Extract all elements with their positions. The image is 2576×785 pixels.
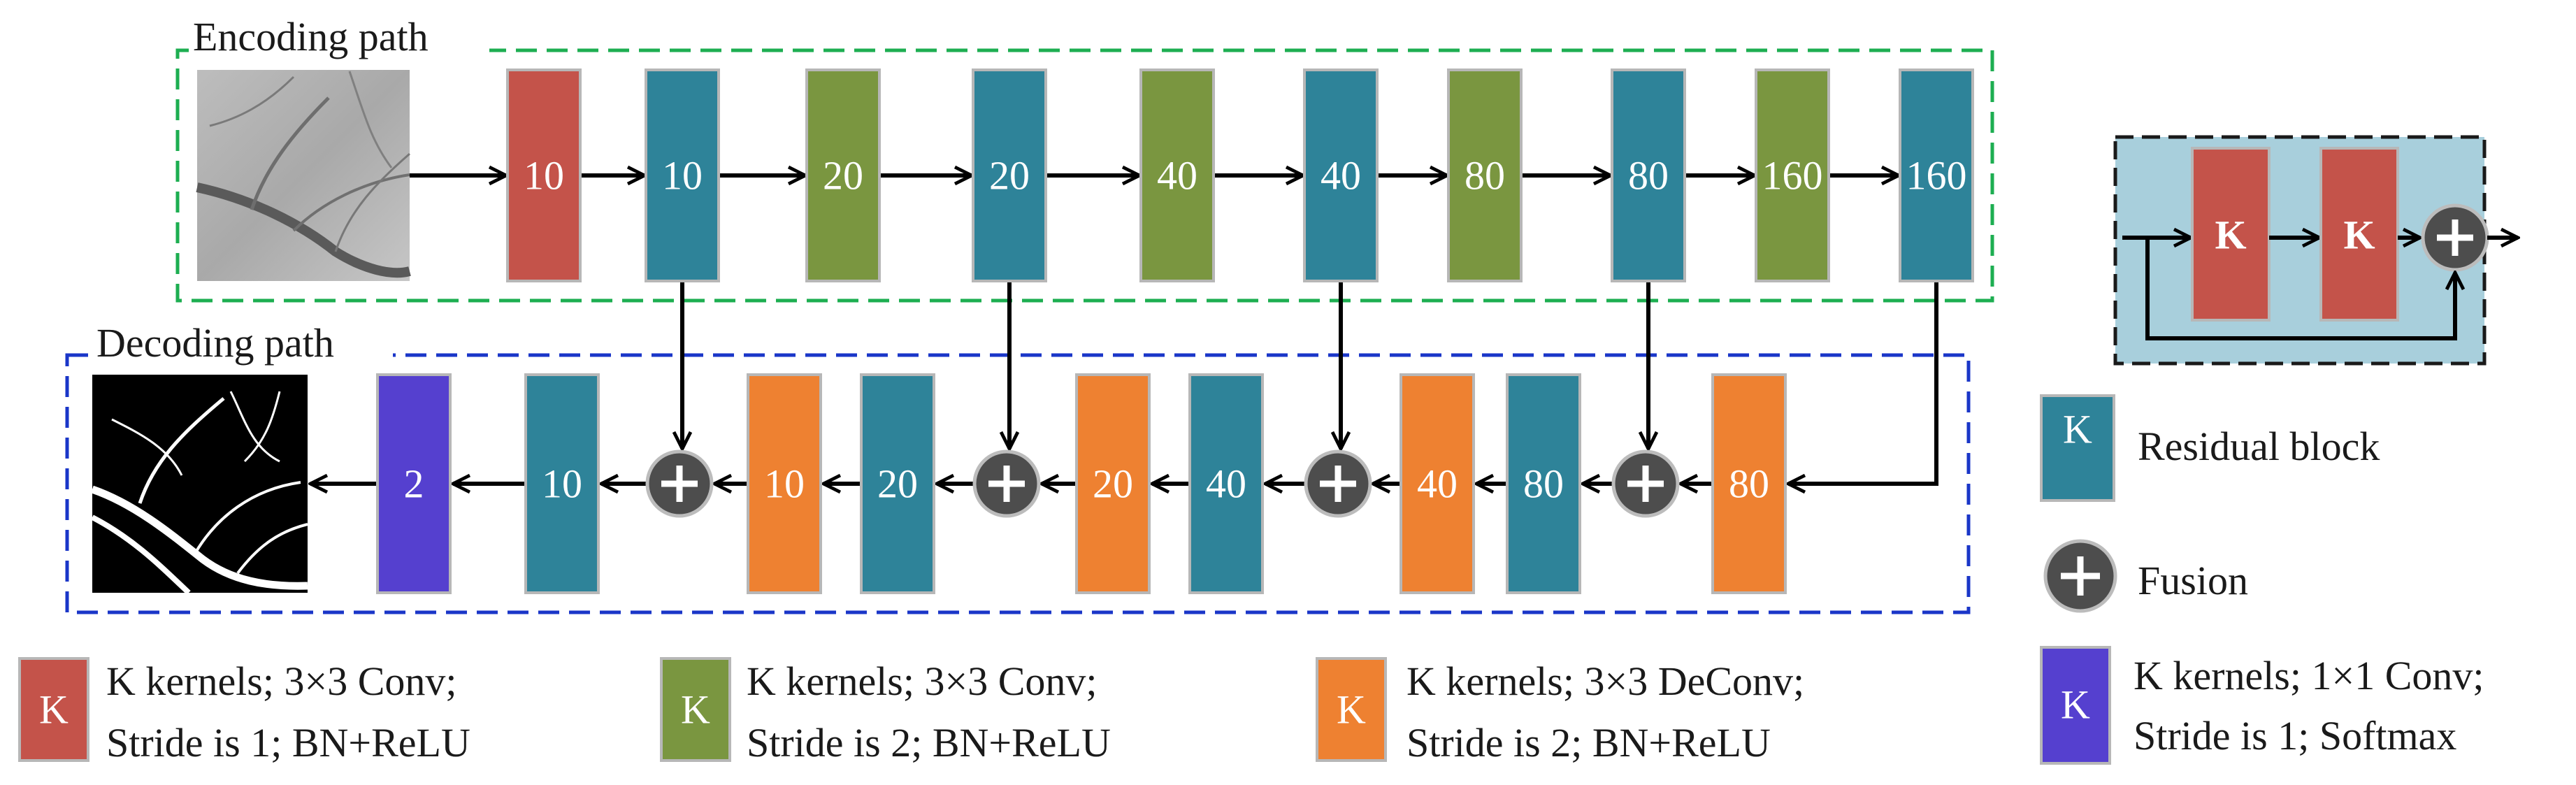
- residual-detail-k2-label: K: [2343, 213, 2375, 258]
- decoder-block-7-label: 40: [1417, 461, 1458, 507]
- decoder-block-1-label: 2: [404, 461, 424, 507]
- legend-softmax-line1: K kernels; 1×1 Conv;: [2134, 653, 2484, 698]
- legend-deconv: K K kernels; 3×3 DeConv; Stride is 2; BN…: [1316, 657, 1804, 765]
- encoder-block-4-label: 20: [989, 153, 1030, 199]
- legend-conv-stride1-symbol: K: [39, 687, 69, 733]
- decoder-blocks: 2 10 10 20 20 40 40 80 80: [376, 373, 1787, 594]
- encoder-block-9-label: 160: [1762, 153, 1823, 199]
- legend-residual-swatch: [2040, 394, 2115, 502]
- legend-conv-stride1-line2: Stride is 1; BN+ReLU: [106, 720, 470, 765]
- legend-softmax-symbol: K: [2061, 682, 2090, 728]
- legend-deconv-line2: Stride is 2; BN+ReLU: [1406, 720, 1771, 765]
- encoder-block-7-label: 80: [1465, 153, 1505, 199]
- encoding-path-border: [175, 48, 1994, 303]
- decoder-block-6-label: 40: [1206, 461, 1246, 507]
- legend-conv-stride2-line1: K kernels; 3×3 Conv;: [747, 658, 1098, 704]
- residual-block-detail: K K: [2113, 135, 2518, 366]
- legend-deconv-line1: K kernels; 3×3 DeConv;: [1406, 658, 1804, 704]
- residual-detail-k1-label: K: [2215, 213, 2246, 258]
- fusion-icon-2: [972, 449, 1041, 518]
- decoder-block-1: [376, 373, 452, 594]
- encoder-block-6-label: 40: [1321, 153, 1361, 199]
- encoder-block-7: [1447, 69, 1523, 282]
- residual-detail-background: [2113, 135, 2487, 366]
- legend-fusion: Fusion: [2043, 539, 2248, 613]
- legend-fusion-text: Fusion: [2138, 558, 2248, 603]
- fusion-icon-1: [645, 449, 714, 518]
- encoding-path-title: Encoding path: [193, 14, 429, 59]
- encoder-block-10: [1899, 69, 1974, 282]
- legend-fusion-icon: [2043, 539, 2117, 613]
- decoder-block-3-label: 10: [764, 461, 805, 507]
- legend-residual-text: Residual block: [2138, 424, 2380, 469]
- fusion-nodes: [645, 449, 1680, 518]
- decoder-block-3: [747, 373, 822, 594]
- encoder-block-5-label: 40: [1157, 153, 1197, 199]
- legend-conv-stride1-swatch: [18, 657, 89, 762]
- decoder-block-8: [1506, 373, 1581, 594]
- decoder-block-2-label: 10: [542, 461, 582, 507]
- legend-softmax-line2: Stride is 1; Softmax: [2134, 713, 2456, 758]
- encoder-block-2-label: 10: [662, 153, 703, 199]
- decoding-path-title: Decoding path: [96, 320, 334, 366]
- legend-conv-stride2: K K kernels; 3×3 Conv; Stride is 2; BN+R…: [660, 657, 1111, 765]
- encoder-block-1: [506, 69, 582, 282]
- legend-deconv-symbol: K: [1337, 687, 1366, 733]
- legend-softmax: K K kernels; 1×1 Conv; Stride is 1; Soft…: [2040, 646, 2484, 765]
- encoder-block-8-label: 80: [1628, 153, 1669, 199]
- legend-conv-stride2-symbol: K: [681, 687, 710, 733]
- decoder-block-4: [860, 373, 935, 594]
- decoder-block-7: [1399, 373, 1475, 594]
- legend-deconv-swatch: [1316, 657, 1387, 762]
- decoder-block-6: [1188, 373, 1264, 594]
- encoder-block-2: [645, 69, 720, 282]
- decoder-block-5: [1075, 373, 1151, 594]
- encoder-block-5: [1139, 69, 1215, 282]
- residual-detail-conv-k1: [2191, 147, 2271, 322]
- residual-detail-conv-k2: [2319, 147, 2399, 322]
- legend-conv-stride2-line2: Stride is 2; BN+ReLU: [747, 720, 1111, 765]
- encoder-block-8: [1611, 69, 1686, 282]
- encoder-block-9: [1755, 69, 1830, 282]
- decoder-block-4-label: 20: [877, 461, 918, 507]
- legend-residual-symbol: K: [2063, 407, 2092, 452]
- encoder-block-3: [805, 69, 881, 282]
- input-fundus-image: [196, 70, 411, 281]
- decoder-block-9: [1711, 373, 1787, 594]
- encoding-path-group: Encoding path: [175, 14, 1994, 303]
- legend-conv-stride1-line1: K kernels; 3×3 Conv;: [106, 658, 457, 704]
- legend-conv-stride2-swatch: [660, 657, 731, 762]
- connector-lines: [310, 175, 1938, 484]
- legend-residual: K Residual block: [2040, 394, 2380, 502]
- decoding-path-group: Decoding path: [65, 320, 1971, 614]
- decoder-block-8-label: 80: [1523, 461, 1564, 507]
- fusion-icon-4: [1611, 449, 1680, 518]
- decoder-block-9-label: 80: [1729, 461, 1769, 507]
- decoder-block-2: [524, 373, 600, 594]
- encoder-block-3-label: 20: [823, 153, 863, 199]
- encoder-block-1-label: 10: [524, 153, 564, 199]
- decoding-path-border: [65, 353, 1971, 614]
- decoder-block-5-label: 20: [1093, 461, 1133, 507]
- encoder-block-4: [972, 69, 1047, 282]
- legend-conv-stride1: K K kernels; 3×3 Conv; Stride is 1; BN+R…: [18, 657, 470, 765]
- encoder-block-6: [1303, 69, 1379, 282]
- encoder-blocks: 10 10 20 20 40 40 80 80 160 160: [506, 69, 1974, 282]
- encoder-block-10-label: 160: [1906, 153, 1967, 199]
- residual-detail-fusion-icon: [2421, 203, 2489, 272]
- fusion-icon-3: [1304, 449, 1372, 518]
- output-segmentation-mask: [91, 375, 308, 595]
- legend-softmax-swatch: [2040, 646, 2111, 765]
